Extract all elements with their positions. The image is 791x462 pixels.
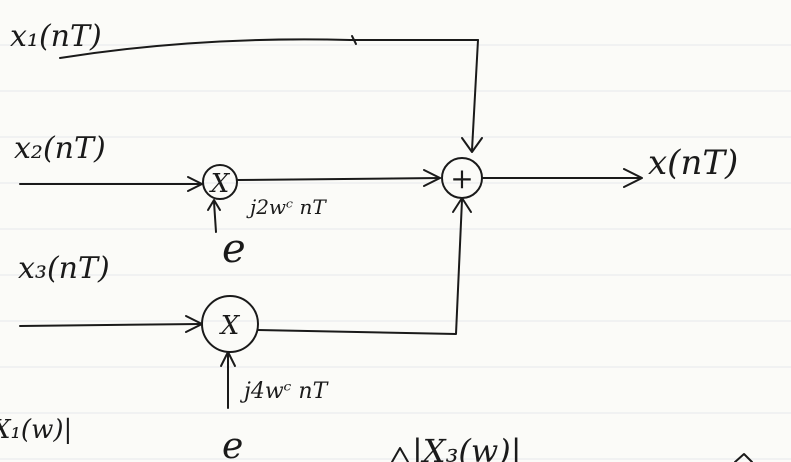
input-label-x1: x₁(nT) bbox=[10, 19, 102, 54]
exp-top-exponent: j2wᶜ nT bbox=[246, 195, 327, 219]
multiplier-bottom-output-line bbox=[257, 199, 463, 335]
exp-top-arrowhead bbox=[207, 199, 221, 211]
x1-down-line bbox=[471, 39, 479, 151]
adder: + bbox=[441, 157, 483, 199]
note-right-partial: |X₃(w)| bbox=[412, 432, 522, 462]
note-left-partial: X₁(w)| bbox=[0, 415, 72, 445]
output-label: x(nT) bbox=[648, 143, 738, 183]
x1-arrowhead bbox=[461, 137, 483, 153]
exp-bottom-arrowhead bbox=[220, 351, 236, 367]
input-label-x3: x₃(nT) bbox=[18, 251, 110, 286]
multiplier-top-symbol: X bbox=[209, 169, 231, 199]
multiplier-top-output-line bbox=[237, 177, 441, 181]
multiplier-top-arrowhead bbox=[423, 169, 441, 187]
x1-line-tick bbox=[351, 35, 357, 45]
note-right-arrow-fragment bbox=[391, 447, 409, 462]
exp-top-base: e bbox=[222, 226, 246, 272]
exp-bottom-base: e bbox=[222, 426, 243, 462]
multiplier-top-circle bbox=[202, 164, 238, 200]
multiplier-bottom-arrowhead bbox=[452, 197, 472, 213]
multiplier-bottom-circle bbox=[201, 295, 259, 353]
exp-bottom-exponent: j4wᶜ nT bbox=[239, 379, 330, 404]
adder-symbol: + bbox=[450, 162, 473, 195]
x2-arrowhead bbox=[187, 176, 203, 192]
multiplier-top: X bbox=[202, 164, 238, 200]
x1-signal-line bbox=[59, 38, 479, 59]
exp-top-input-line bbox=[213, 201, 217, 233]
multiplier-bottom: X bbox=[201, 295, 259, 353]
x3-signal-line bbox=[19, 323, 201, 327]
multiplier-bottom-symbol: X bbox=[219, 311, 241, 341]
output-arrowhead bbox=[623, 168, 643, 188]
input-label-x2: x₂(nT) bbox=[14, 131, 106, 166]
note-far-right-fragment bbox=[734, 453, 753, 462]
